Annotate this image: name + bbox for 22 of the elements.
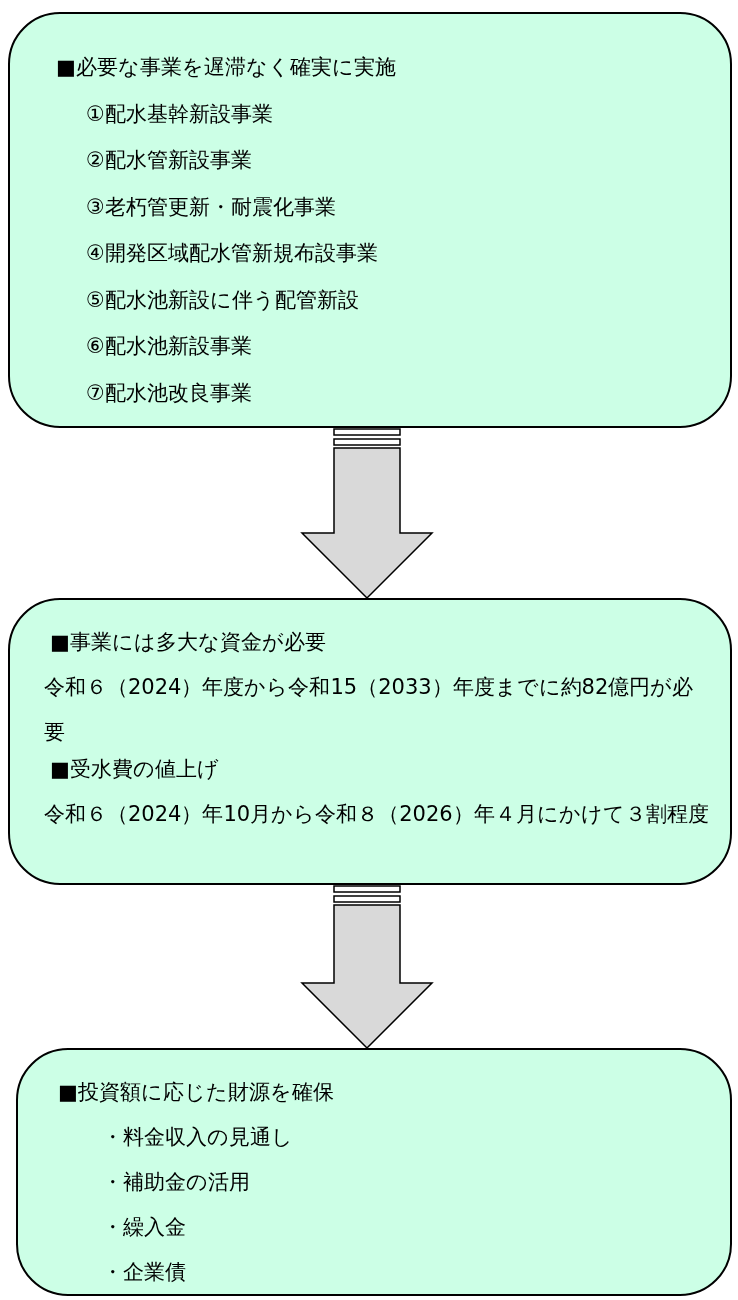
body-text: ・企業債 xyxy=(101,1259,187,1286)
body-text: ④開発区域配水管新規布設事業 xyxy=(85,240,379,267)
block-arrow xyxy=(300,904,434,1050)
rounded-box xyxy=(16,1048,732,1296)
body-text: ②配水管新設事業 xyxy=(85,147,253,174)
rounded-box xyxy=(8,598,732,885)
body-text: ・料金収入の見通し xyxy=(101,1124,294,1151)
body-text: ⑥配水池新設事業 xyxy=(85,333,253,360)
body-text: 令和６（2024）年10月から令和８（2026）年４月にかけて３割程度 xyxy=(43,801,710,828)
body-text: ⑤配水池新設に伴う配管新設 xyxy=(85,286,360,314)
body-text: 令和６（2024）年度から令和15（2033）年度までに約82億円が必要 xyxy=(43,674,695,746)
rounded-box xyxy=(8,12,732,428)
body-text: ③老朽管更新・耐震化事業 xyxy=(85,193,337,221)
body-text: ①配水基幹新設事業 xyxy=(85,100,274,128)
body-text: ・補助金の活用 xyxy=(101,1169,251,1196)
section-heading: ■投資額に応じた財源を確保 xyxy=(57,1079,335,1106)
section-heading: ■事業には多大な資金が必要 xyxy=(49,629,327,656)
section-heading: ■必要な事業を遅滞なく確実に実施 xyxy=(55,54,397,81)
body-text: ⑦配水池改良事業 xyxy=(85,379,253,407)
block-arrow xyxy=(300,447,434,600)
section-heading: ■受水費の値上げ xyxy=(49,756,220,783)
body-text: ・繰入金 xyxy=(101,1214,187,1241)
